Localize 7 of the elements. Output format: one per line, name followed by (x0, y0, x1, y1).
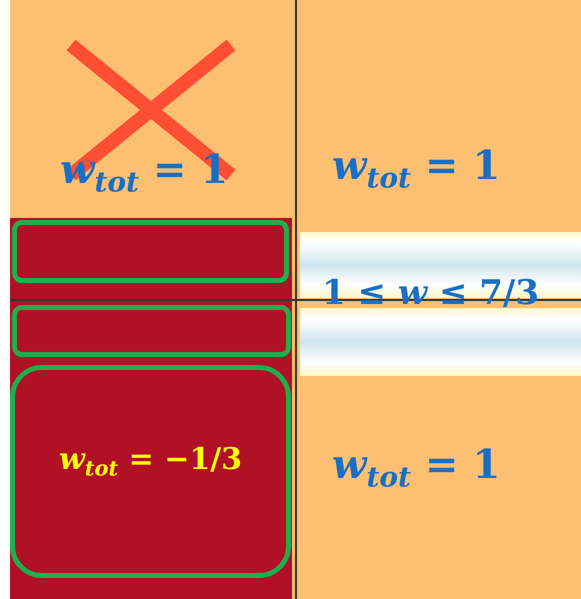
formula-label: w$_{tot}$ = 1 (332, 441, 500, 494)
rounded-box (12, 220, 289, 283)
rounded-box (12, 305, 291, 357)
formula-label: w$_{tot}$ = 1 (332, 142, 500, 195)
formula-label: w$_{tot}$ = 1 (60, 146, 228, 199)
formula-label: w$_{tot}$ = −1/3 (58, 442, 242, 481)
rounded-box (10, 365, 291, 578)
